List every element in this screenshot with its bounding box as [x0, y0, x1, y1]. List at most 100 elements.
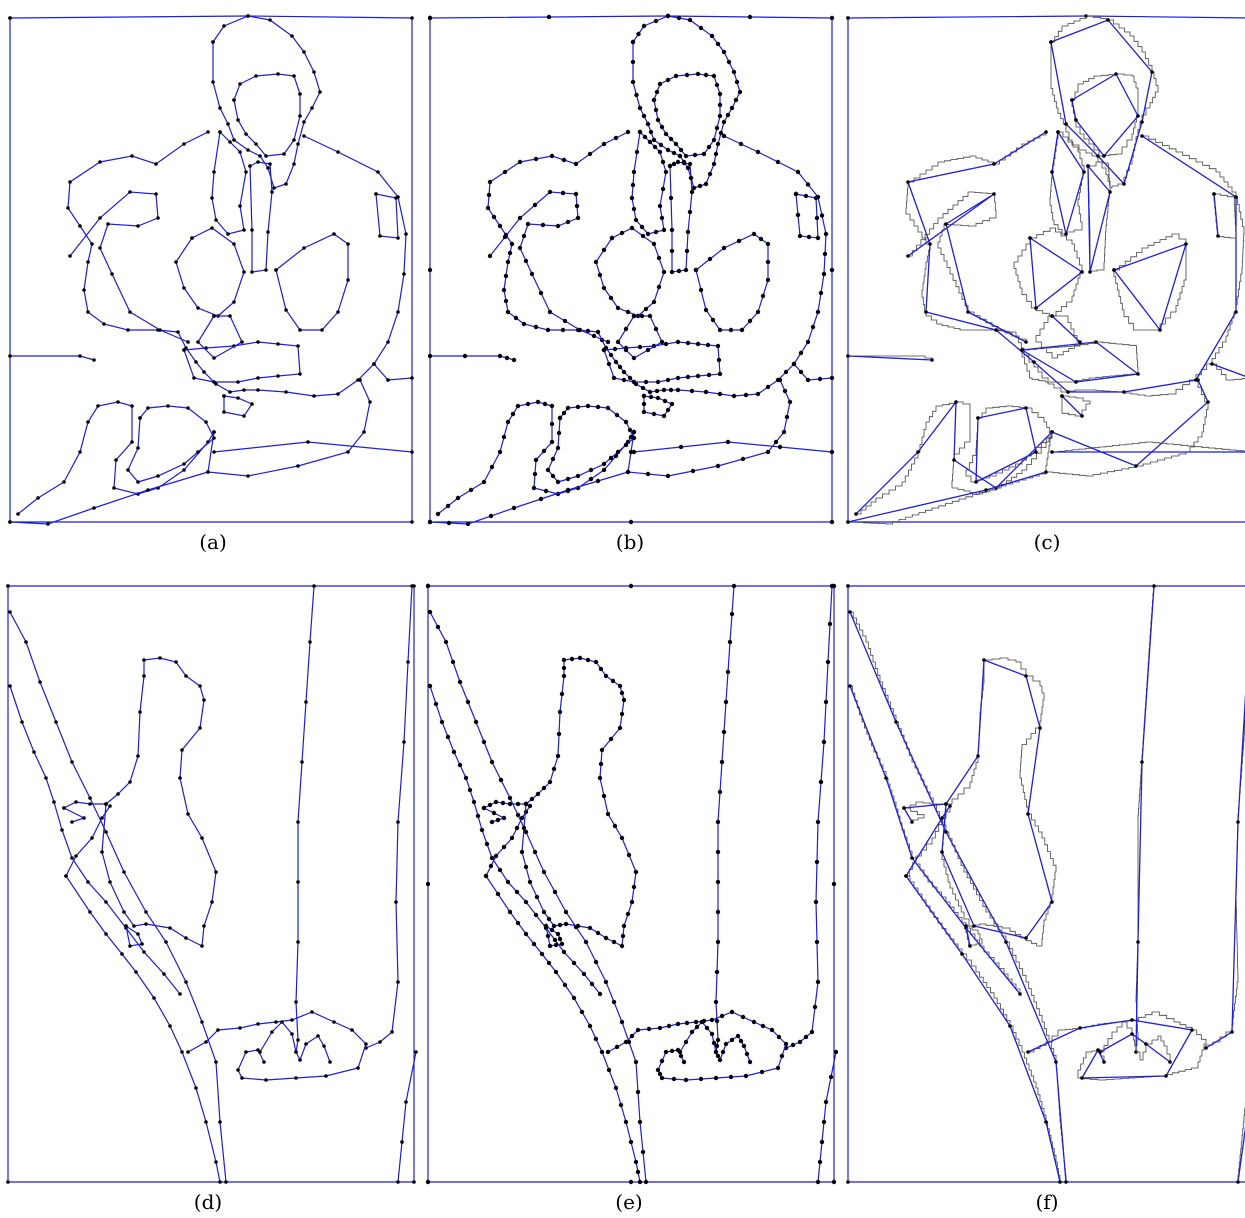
- panel-c-floor-vertex: [1050, 450, 1054, 454]
- panel-a-frame-vertex: [410, 16, 414, 20]
- panel-f-frame-vertex: [846, 584, 850, 588]
- panel-f-frame-vertex: [846, 1180, 850, 1184]
- panel-b-hood-vertex: [634, 93, 638, 97]
- panel-a-hood-vertex: [246, 14, 250, 18]
- panel-f-bump-vertex: [944, 802, 948, 806]
- panel-b-handRow-vertex: [716, 344, 720, 348]
- panel-e-leftOut-vertex: [588, 1024, 592, 1028]
- panel-a-body-vertex: [68, 180, 72, 184]
- panel-b-hood-vertex: [726, 113, 730, 117]
- panel-b-heartL-vertex: [620, 231, 624, 235]
- panel-f-stripe1-vertex: [894, 720, 898, 724]
- panel-b-face-vertex: [658, 82, 662, 86]
- panel-c-hood-vertex: [1122, 182, 1126, 186]
- panel-b-handRow-vertex: [686, 341, 690, 345]
- panel-b-scarf-vertex: [632, 207, 636, 211]
- panel-a-handRow-vertex: [212, 380, 216, 384]
- panel-b-face-vertex: [704, 73, 708, 77]
- panel-b-face-vertex: [679, 148, 683, 152]
- panel-e-heel-vertex: [658, 1026, 662, 1030]
- panel-c-armL-vertex: [1024, 340, 1028, 344]
- panel-e-bump-vertex: [508, 802, 512, 806]
- panel-e-shinR-vertex: [718, 790, 722, 794]
- panel-e-heel-vertex: [676, 1022, 680, 1026]
- panel-d-boot-vertex: [198, 726, 202, 730]
- panel-b-frame-vertex: [830, 520, 834, 524]
- panel-b-tie-vertex: [670, 270, 674, 274]
- panel-e-heel-vertex: [744, 1074, 748, 1078]
- panel-b-body-vertex: [602, 142, 606, 146]
- panel-b-midLeg-vertex: [546, 468, 550, 472]
- panel-e-stripe1-vertex: [499, 778, 503, 782]
- panel-e-stripe2-vertex: [440, 720, 444, 724]
- panel-f-stripe2-vertex: [910, 856, 914, 860]
- panel-b-body-vertex: [492, 215, 496, 219]
- panel-e-boot-vertex: [586, 658, 590, 662]
- panel-d-stripe2-vertex: [8, 684, 12, 688]
- panel-c-midLeg-vertex: [974, 480, 978, 484]
- panel-c-body-vertex: [1032, 360, 1036, 364]
- panel-e-heel-vertex: [660, 1076, 664, 1080]
- panel-f-stripe3-vertex: [948, 804, 952, 808]
- panel-d-boot-vertex: [174, 660, 178, 664]
- panel-b-feet-vertex: [447, 521, 451, 525]
- panel-d-stripe3-vertex: [90, 836, 94, 840]
- panel-b-midLeg-vertex: [589, 468, 593, 472]
- panel-a-tie-vertex: [266, 230, 270, 234]
- panel-e-farR-vertex: [828, 622, 832, 626]
- panel-a-hood-vertex: [232, 138, 236, 142]
- panel-c-body-vertex: [1044, 130, 1048, 134]
- panel-e-leftOut-vertex: [636, 1170, 640, 1174]
- panel-e-farR-vertex: [804, 1035, 808, 1039]
- panel-b-hood-vertex: [652, 138, 656, 142]
- panel-b-midLeg-vertex: [556, 480, 560, 484]
- panel-b-heartL-vertex: [662, 270, 666, 274]
- panel-b-body-vertex: [609, 353, 613, 357]
- panel-f-shinR-vertex: [1152, 584, 1156, 588]
- panel-b-scarf-vertex: [653, 145, 657, 149]
- panel-a-hood-vertex: [211, 40, 215, 44]
- panel-c-seatR-vertex: [1210, 362, 1214, 366]
- panel-b-seat-vertex: [512, 358, 516, 362]
- panel-a-midLeg-vertex: [156, 474, 160, 478]
- panel-b-leftLeg-vertex: [602, 468, 606, 472]
- panel-a-body-vertex: [66, 206, 70, 210]
- panel-b-scarf-vertex: [631, 183, 635, 187]
- panel-e-heel-vertex: [720, 1014, 724, 1018]
- panel-e-heel-vertex: [672, 1077, 676, 1081]
- panel-a-tie-vertex: [250, 228, 254, 232]
- panel-f-heel-vertex: [1080, 1076, 1084, 1080]
- panel-b-leftLeg-vertex: [516, 404, 520, 408]
- panel-b-body-vertex: [504, 274, 508, 278]
- panel-b-body-vertex: [676, 388, 680, 392]
- panel-f-boot-vertex: [976, 754, 980, 758]
- panel-f-bump2-vertex: [910, 820, 914, 824]
- panel-d-shinR-vertex: [300, 760, 304, 764]
- panel-a-body-vertex: [194, 360, 198, 364]
- panel-a-hood-vertex: [290, 34, 294, 38]
- panel-a-face-vertex: [282, 152, 286, 156]
- panel-a-midLeg-vertex: [126, 468, 130, 472]
- panel-b-lowSeat-vertex: [649, 395, 653, 399]
- panel-a-leftLeg-vertex: [182, 468, 186, 472]
- panel-c-seat-vertex: [846, 354, 850, 358]
- panel-e-frame-vertex: [426, 1180, 430, 1184]
- panel-b-rightLeg-vertex: [785, 415, 789, 419]
- panel-b-body-vertex: [756, 392, 760, 396]
- panel-d-stripe1-vertex: [164, 940, 168, 944]
- panel-e-heel-vertex: [770, 1028, 774, 1032]
- panel-b-face-vertex: [669, 137, 673, 141]
- panel-d-heel2-vertex: [270, 1030, 274, 1034]
- panel-e-leftOut-vertex: [496, 892, 500, 896]
- panel-c-frame-vertex: [846, 16, 850, 20]
- panel-e-boot-vertex: [604, 674, 608, 678]
- panel-a-body-vertex: [90, 242, 94, 246]
- panel-a-hood-vertex: [292, 162, 296, 166]
- panel-d-stripe2-vertex: [178, 992, 182, 996]
- panel-b-feet-vertex: [596, 479, 600, 483]
- panel-a-face-vertex: [276, 72, 280, 76]
- panel-a-armL-vertex: [128, 190, 132, 194]
- panel-c-body-vertex: [1122, 390, 1126, 394]
- panel-e-right2-vertex: [820, 1140, 824, 1144]
- panel-b-leftLeg-vertex: [490, 465, 494, 469]
